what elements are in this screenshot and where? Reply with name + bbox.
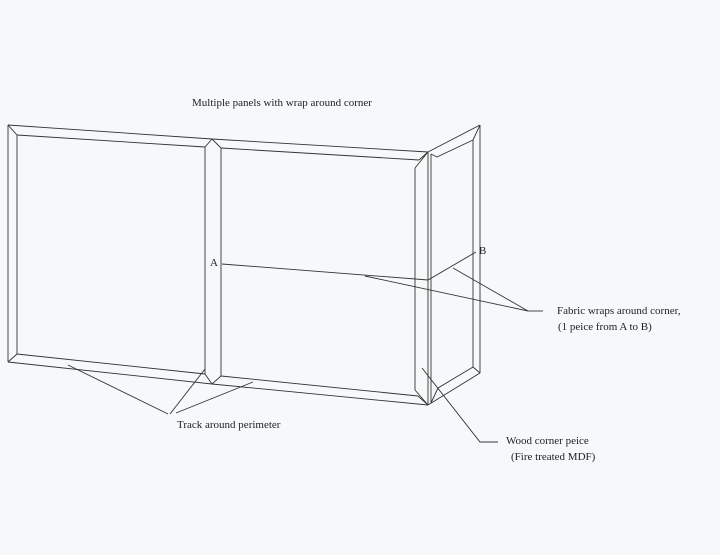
drawing-title: Multiple panels with wrap around corner [192, 97, 372, 109]
panel-divider [204, 138, 222, 385]
wood-callout-line1: Wood corner peice [506, 435, 589, 447]
fabric-path-a-to-b [221, 251, 477, 281]
right-panel [220, 147, 429, 406]
fabric-leader-lines [364, 267, 543, 312]
left-panel [7, 124, 429, 406]
fabric-callout-line1: Fabric wraps around corner, [557, 305, 681, 317]
track-callout: Track around perimeter [177, 419, 281, 431]
wood-leader-line [421, 367, 498, 443]
point-a-label: A [210, 257, 218, 269]
point-b-label: B [479, 245, 487, 257]
wood-callout-line2: (Fire treated MDF) [511, 451, 596, 463]
track-leader-lines [67, 364, 254, 415]
fabric-callout-line2: (1 peice from A to B) [558, 321, 652, 333]
